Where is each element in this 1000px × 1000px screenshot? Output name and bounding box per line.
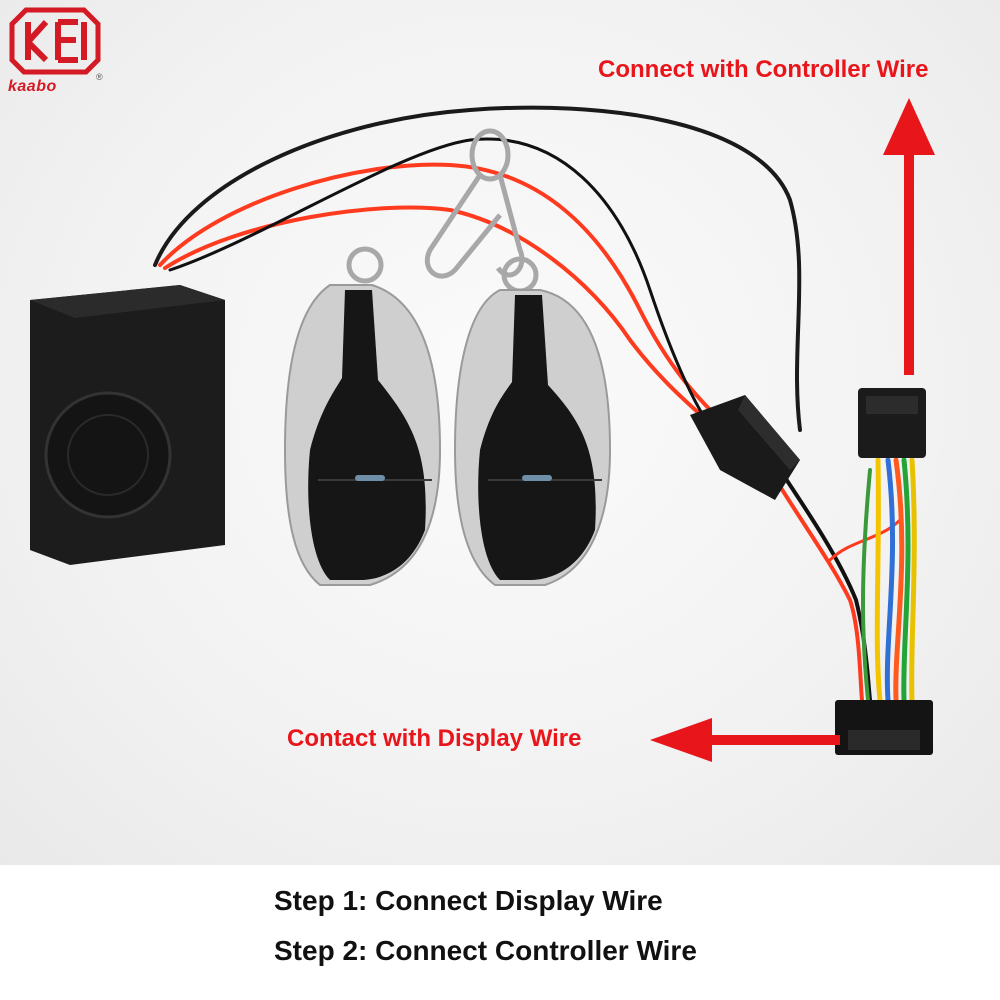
step-1-text: Step 1: Connect Display Wire <box>274 885 663 916</box>
arrow-up-icon <box>883 98 935 375</box>
registered-mark: ® <box>96 72 103 82</box>
remote-key-fob <box>453 289 612 586</box>
speaker-grille <box>44 391 172 519</box>
controller-connector <box>858 388 926 458</box>
keyring-chains <box>346 128 539 294</box>
kaabo-logo-icon <box>9 7 101 75</box>
remote-key-fob <box>283 284 442 586</box>
sm-connector <box>690 395 800 500</box>
instruction-steps: Step 1: Connect Display Wire Step 2: Con… <box>274 876 974 976</box>
display-connector <box>835 700 933 755</box>
arrow-left-icon <box>650 718 840 762</box>
wire-bundle <box>153 105 917 703</box>
alarm-box <box>30 285 225 565</box>
brand-name: kaabo <box>8 78 57 95</box>
controller-wire-label: Connect with Controller Wire <box>598 56 929 83</box>
product-scene <box>9 7 935 762</box>
product-photo: kaabo ® Connect with Controller Wire Con… <box>0 0 1000 865</box>
display-wire-label: Contact with Display Wire <box>287 725 582 752</box>
step-2-text: Step 2: Connect Controller Wire <box>274 935 697 966</box>
